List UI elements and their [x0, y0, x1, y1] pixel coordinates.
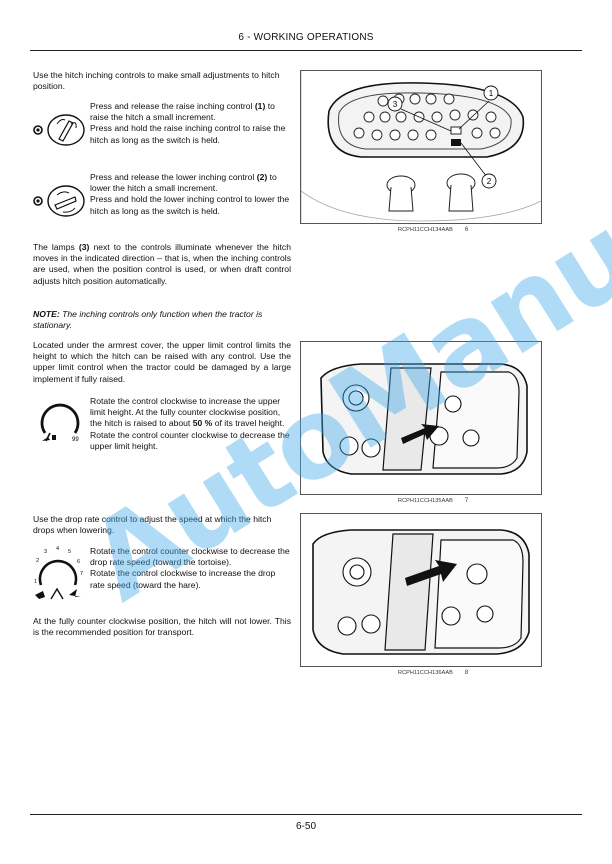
lower-inching-switch-icon — [33, 185, 85, 217]
section3-intro-text: Use the drop rate control to adjust the … — [33, 514, 272, 536]
drop-rate-line1: Rotate the control counter clockwise to … — [90, 546, 290, 568]
header-divider — [30, 50, 582, 51]
lower-callout-number: (2) — [256, 172, 268, 182]
upper-limit-percent: 50 % — [192, 418, 213, 429]
note-label: NOTE: — [33, 309, 60, 319]
figure-8-code: RCPH11CCH136AAB — [398, 670, 453, 676]
lamps-pre: The lamps — [33, 242, 79, 252]
drop-rate-dial-icon: 1 2 3 4 5 6 7 — [34, 546, 83, 600]
page-header-title: 6 - WORKING OPERATIONS — [238, 32, 374, 43]
raise-inching-text: Press and release the raise inching cont… — [90, 101, 290, 146]
raise-line3: Press and hold the raise inching control… — [90, 123, 286, 145]
drop-rate-text: Rotate the control counter clockwise to … — [90, 546, 290, 591]
lower-inching-text: Press and release the lower inching cont… — [90, 172, 290, 217]
figure-6-callout-1: 1 — [489, 89, 494, 98]
inching-controls-illustration: 3 1 2 — [301, 71, 541, 223]
lamps-paragraph: The lamps (3) next to the controls illum… — [33, 242, 291, 287]
lower-line3: Press and hold the lower inching control… — [90, 194, 290, 216]
upper-limit-post: of its travel height. — [212, 418, 285, 429]
page-number: 6-50 — [295, 821, 316, 832]
raise-inching-switch-icon — [33, 114, 85, 146]
figure-6-code: RCPH11CCH134AAB — [398, 227, 453, 233]
figure-6-panel: 3 1 2 — [300, 70, 542, 224]
section2-intro-text: Located under the armrest cover, the upp… — [33, 340, 291, 384]
raise-callout-number: (1) — [254, 101, 266, 111]
figure-7-panel — [300, 341, 542, 495]
section3-intro: Use the drop rate control to adjust the … — [33, 514, 291, 536]
dial-value-label: 99 — [72, 437, 79, 443]
figure-6-callout-3: 3 — [393, 100, 398, 109]
figure-6-caption: RCPH11CCH134AAB 6 — [398, 227, 468, 233]
figure-7-code: RCPH11CCH135AAB — [398, 498, 453, 504]
lower-line2: to lower the hitch a small increment. — [90, 172, 277, 194]
drop-rate-tick-3: 3 — [44, 549, 47, 555]
lamps-callout-number: (3) — [78, 242, 90, 252]
figure-6-callout-2: 2 — [487, 177, 492, 186]
drop-rate-tick-2: 2 — [36, 558, 39, 564]
upper-limit-text: Rotate the control clockwise to increase… — [90, 396, 290, 452]
raise-line2: to raise the hitch a small increment. — [90, 101, 275, 123]
upper-limit-pre: Rotate the control clockwise to increase… — [90, 396, 281, 429]
section1-intro-text: Use the hitch inching controls to make s… — [33, 70, 280, 92]
figure-8-number: 8 — [464, 670, 469, 676]
figure-8-caption: RCPH11CCH136AAB 8 — [398, 670, 468, 676]
section1-intro: Use the hitch inching controls to make s… — [33, 70, 291, 92]
figure-7-number: 7 — [464, 498, 469, 504]
drop-rate-tick-6: 6 — [77, 559, 80, 565]
drop-rate-tick-4: 4 — [56, 546, 59, 552]
section2-intro: Located under the armrest cover, the upp… — [33, 340, 291, 385]
drop-rate-tick-7: 7 — [80, 571, 83, 577]
lamps-post: next to the controls illuminate whenever… — [33, 242, 291, 286]
section3-outro: At the fully counter clockwise position,… — [33, 616, 291, 638]
drop-rate-tick-5: 5 — [68, 549, 71, 555]
tortoise-icon — [35, 591, 45, 599]
drop-rate-control-illustration — [312, 529, 530, 655]
upper-limit-dial-icon: 99 — [40, 403, 80, 443]
drop-rate-tick-1: 1 — [34, 579, 37, 585]
lower-line1: Press and release the lower inching cont… — [90, 172, 255, 182]
section3-outro-text: At the fully counter clockwise position,… — [33, 616, 291, 638]
hare-icon — [69, 589, 81, 597]
footer-divider — [30, 814, 582, 815]
drop-rate-line2: Rotate the control clockwise to increase… — [90, 568, 276, 590]
upper-limit-control-illustration — [320, 363, 528, 475]
raise-line1: Press and release the raise inching cont… — [90, 101, 253, 111]
figure-6-number: 6 — [464, 227, 469, 233]
figure-7-caption: RCPH11CCH135AAB 7 — [398, 498, 468, 504]
upper-limit-line2: Rotate the control counter clockwise to … — [90, 429, 290, 451]
note-text: The inching controls only function when … — [33, 309, 263, 331]
note-paragraph: NOTE: The inching controls only function… — [33, 309, 291, 331]
figure-8-panel — [300, 513, 542, 667]
